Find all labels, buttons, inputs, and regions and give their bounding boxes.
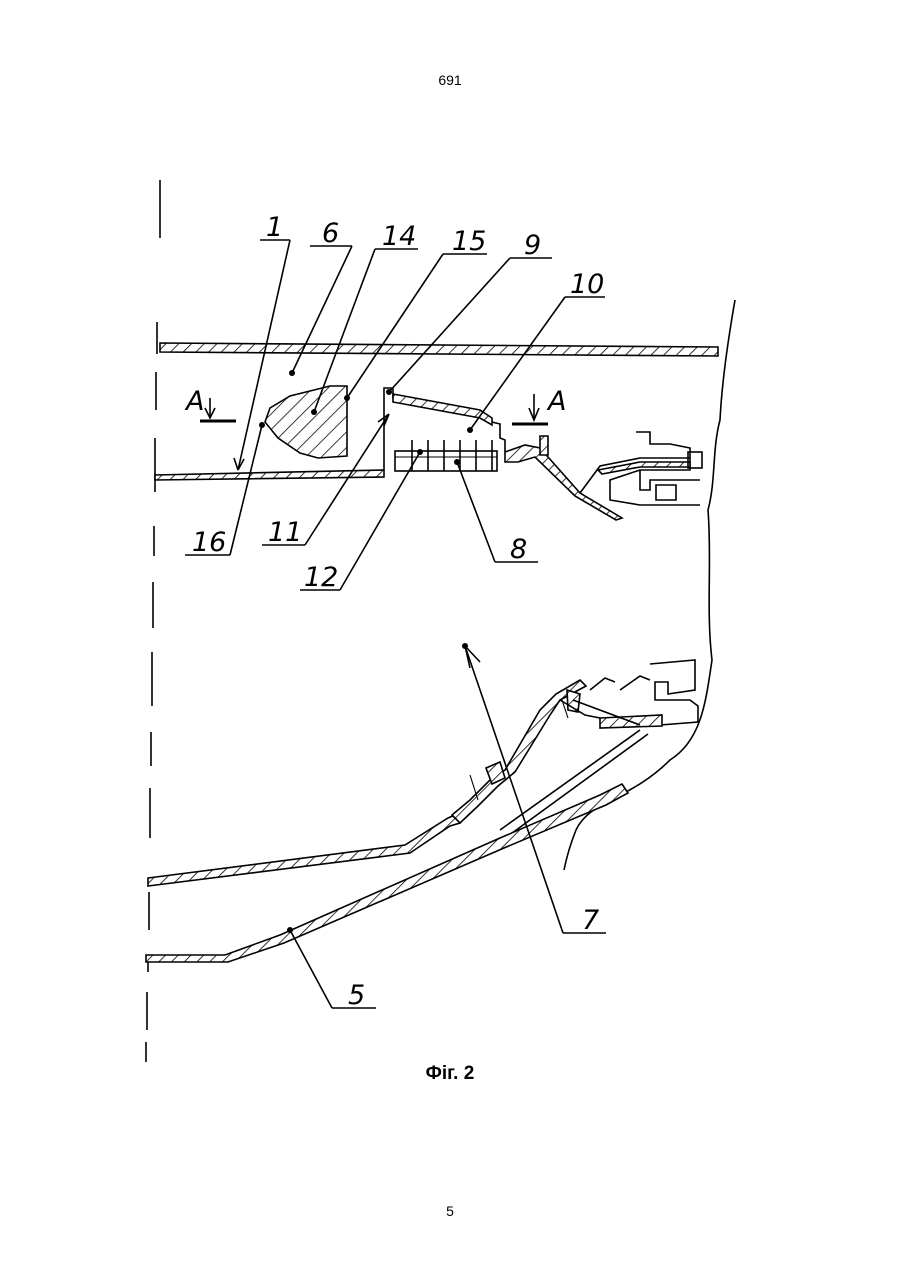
inner-liner-wall (148, 815, 460, 886)
axis-line (146, 180, 160, 1062)
ref-label-6: 6 (322, 218, 339, 249)
ring-element (265, 386, 347, 458)
figure-caption: Фіг. 2 (0, 1063, 900, 1085)
ref-label-8: 8 (510, 534, 527, 565)
ref-label-9: 9 (524, 230, 541, 261)
section-letter-left: A (184, 386, 204, 417)
section-mark-right (512, 394, 548, 424)
page-number-bottom: 5 (0, 1203, 900, 1219)
ref-label-1: 1 (266, 212, 283, 243)
nozzle-flange (505, 445, 622, 520)
section-letter-right: A (546, 386, 566, 417)
leader-dots (259, 370, 473, 933)
ref-label-5: 5 (348, 980, 365, 1011)
ref-label-14: 14 (382, 221, 416, 252)
ref-label-16: 16 (192, 527, 226, 558)
break-line (564, 300, 735, 870)
ref-label-15: 15 (452, 226, 486, 257)
nozzle-lip (540, 436, 548, 455)
outer-casing-wall (160, 343, 718, 356)
ref-label-12: 12 (304, 562, 338, 593)
swirler-vanes (395, 440, 497, 471)
ref-label-7: 7 (582, 905, 599, 936)
ref-label-10: 10 (570, 269, 604, 300)
ref-label-11: 11 (268, 517, 302, 548)
inner-liner-joint (452, 680, 586, 823)
section-mark-left (200, 398, 236, 421)
